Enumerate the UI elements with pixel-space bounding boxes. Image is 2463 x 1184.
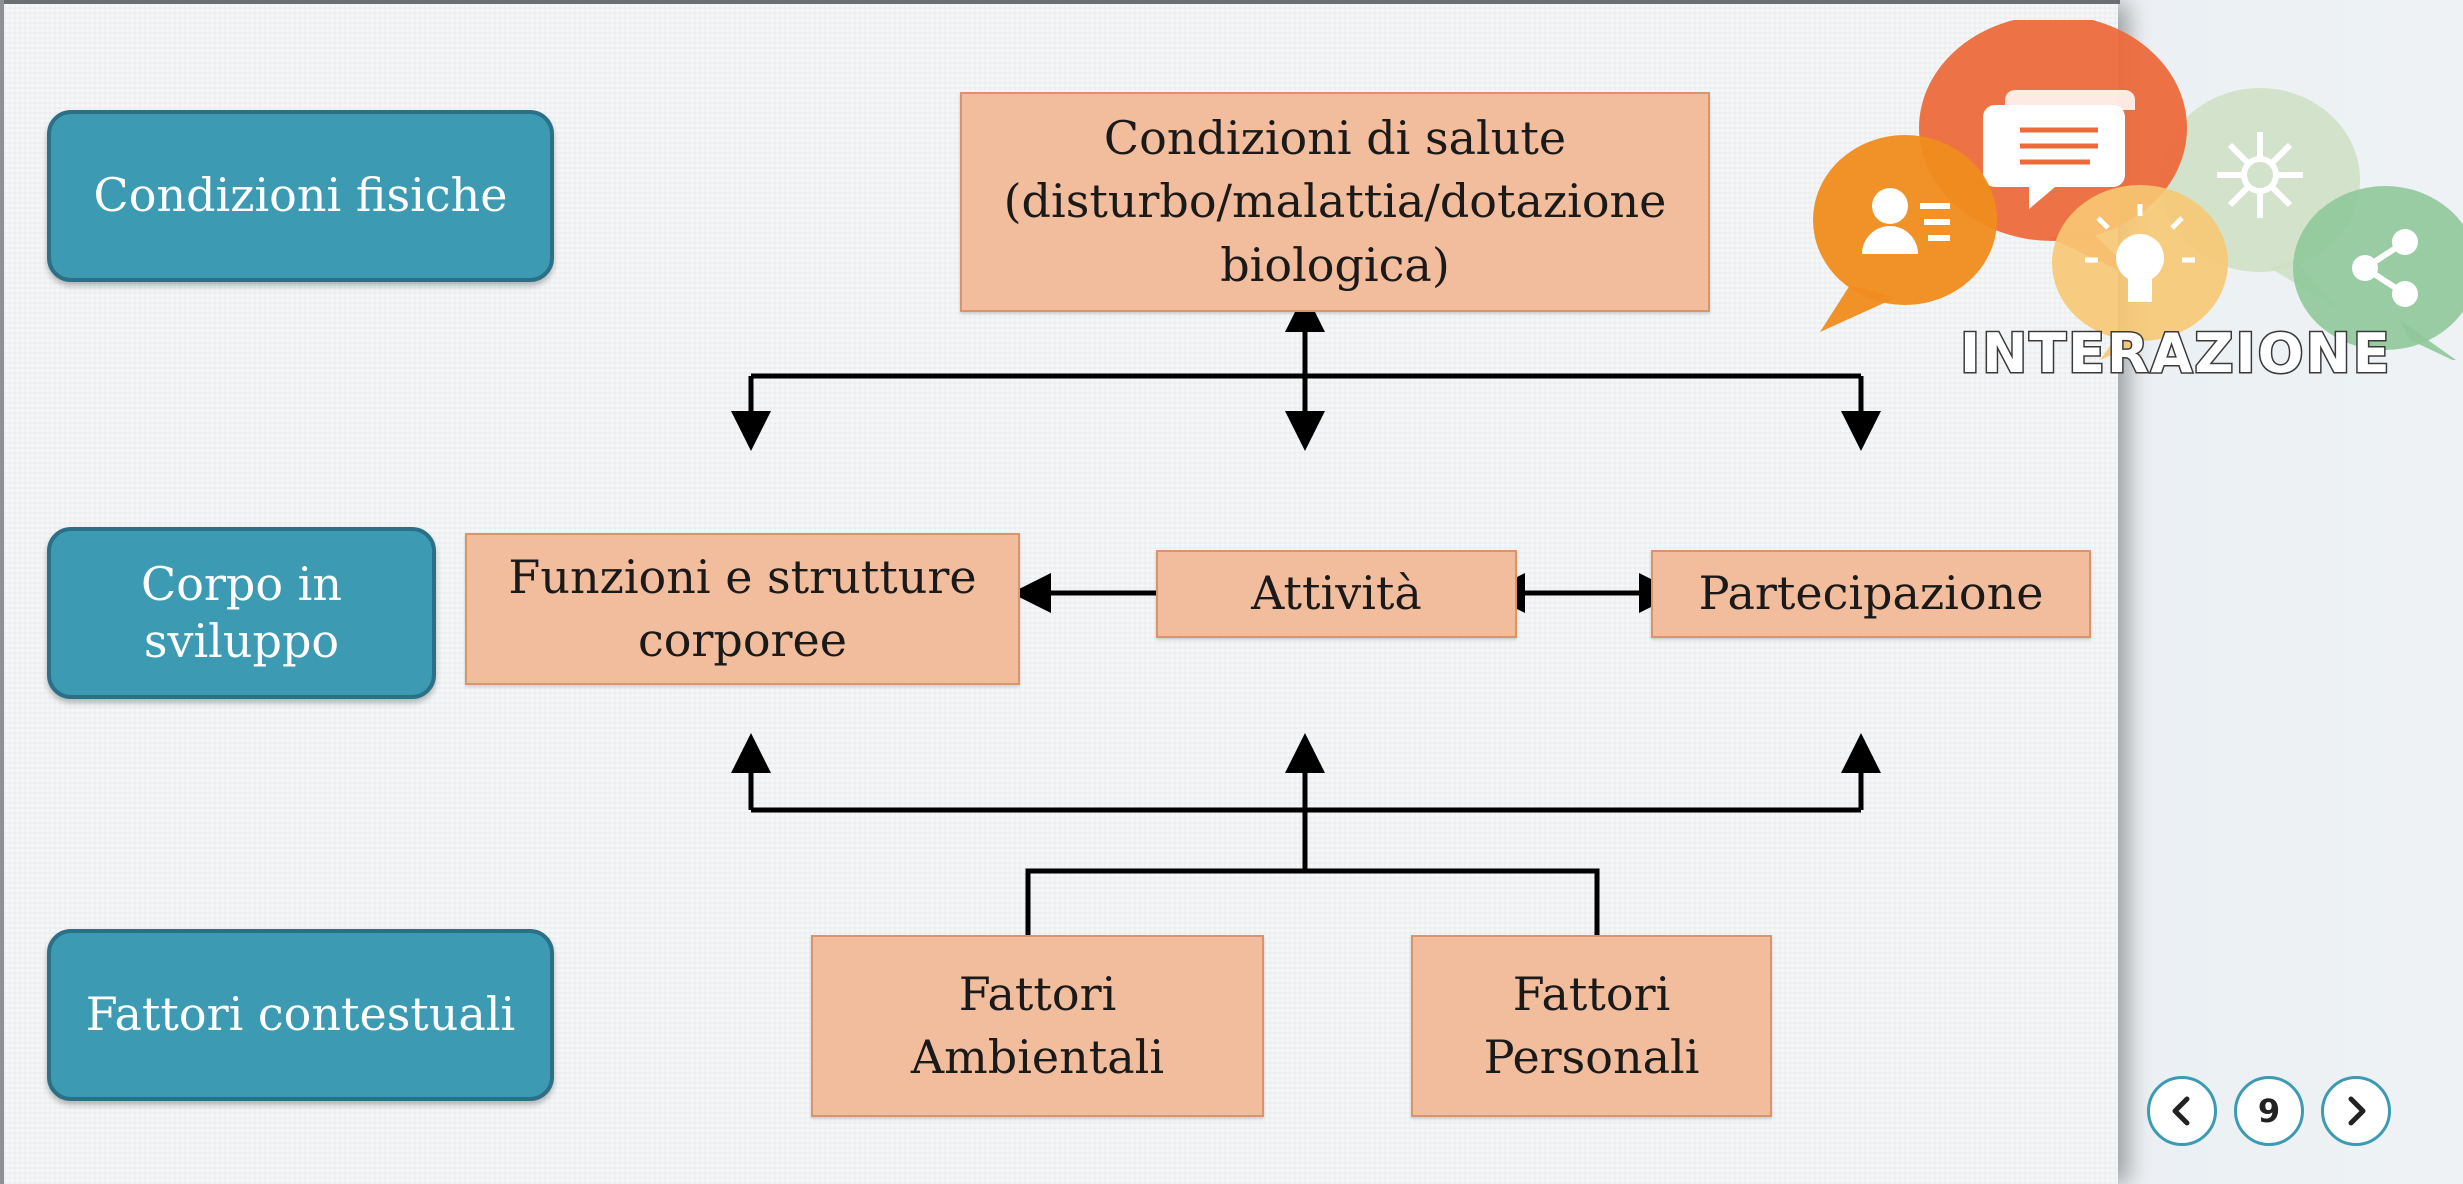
- lightbulb-icon: [2052, 185, 2228, 360]
- window-left-edge: [0, 0, 4, 1184]
- box-label: Fattori Ambientali: [910, 966, 1165, 1084]
- category-fattori-contestuali: Fattori contestuali: [47, 929, 554, 1101]
- box-condizioni-di-salute: Condizioni di salute (disturbo/malattia/…: [960, 92, 1710, 312]
- box-funzioni-e-strutture: Funzioni e strutture corporee: [465, 533, 1020, 685]
- user-icon: [1813, 135, 1997, 332]
- box-fattori-ambientali: Fattori Ambientali: [811, 935, 1264, 1117]
- prev-page-button[interactable]: [2147, 1076, 2217, 1146]
- window-top-edge: [0, 0, 2120, 4]
- box-label: Funzioni e strutture corporee: [508, 549, 977, 667]
- share-icon: [2293, 186, 2463, 360]
- interazione-title: INTERAZIONE: [1959, 321, 2392, 387]
- interazione-logo: [1813, 20, 2463, 360]
- category-condizioni-fisiche: Condizioni fisiche: [47, 110, 554, 282]
- page-number: 9: [2257, 1092, 2281, 1130]
- box-fattori-personali: Fattori Personali: [1411, 935, 1772, 1117]
- page-indicator: 9: [2234, 1076, 2304, 1146]
- chevron-right-icon: [2348, 1096, 2366, 1126]
- next-page-button[interactable]: [2321, 1076, 2391, 1146]
- box-label: Condizioni di salute (disturbo/malattia/…: [1003, 110, 1667, 292]
- box-label: Fattori Personali: [1483, 966, 1700, 1084]
- box-label: Attività: [1251, 566, 1422, 621]
- box-partecipazione: Partecipazione: [1651, 550, 2091, 638]
- box-label: Partecipazione: [1698, 566, 2044, 621]
- category-corpo-in-sviluppo: Corpo in sviluppo: [47, 527, 436, 699]
- box-attivita: Attività: [1156, 550, 1517, 638]
- chevron-left-icon: [2172, 1096, 2190, 1126]
- category-label: Condizioni fisiche: [93, 168, 508, 223]
- category-label: Fattori contestuali: [85, 987, 516, 1042]
- category-label: Corpo in sviluppo: [141, 556, 342, 669]
